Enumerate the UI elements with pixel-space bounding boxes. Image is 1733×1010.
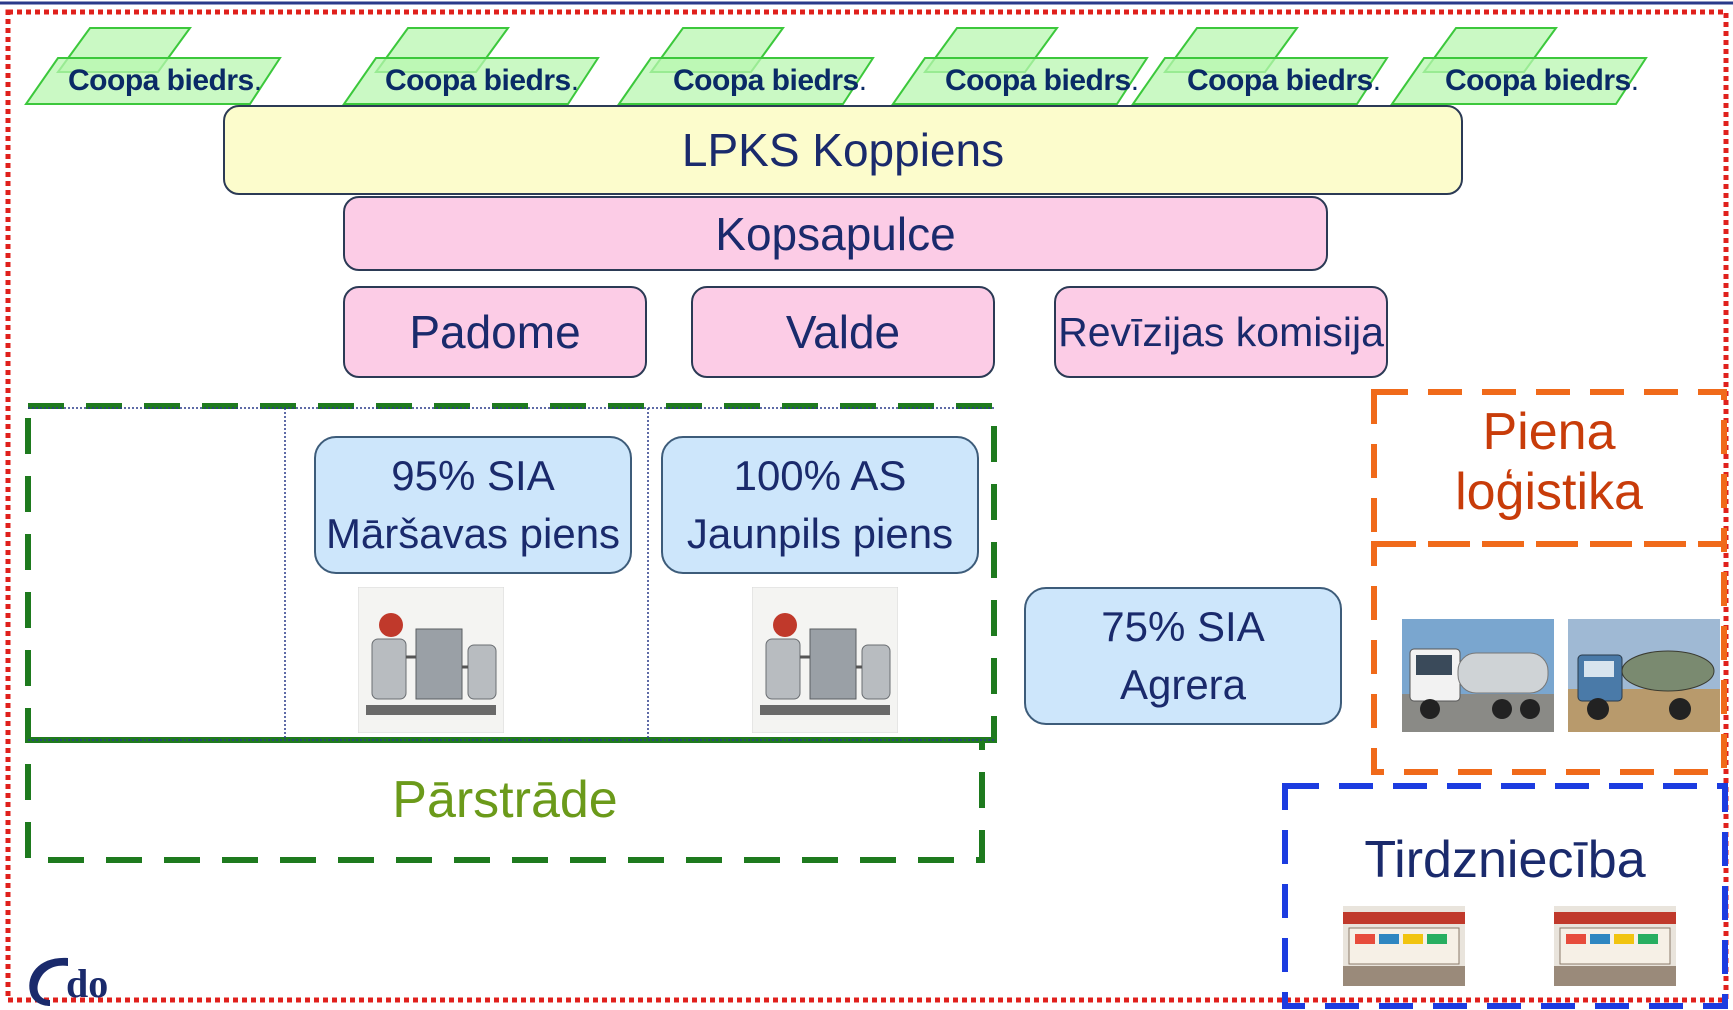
assembly-label: Kopsapulce <box>715 207 956 260</box>
subsidiary-box-jaunpils: 100% AS Jaunpils piens <box>661 436 979 574</box>
member-suffix: . <box>1372 64 1381 97</box>
subsidiary-box-marsava: 95% SIA Māršavas piens <box>314 436 632 574</box>
member-label: Coopa biedrs. <box>1445 64 1639 98</box>
trade-label: Tirdzniecība <box>1290 830 1720 890</box>
member-name: Coopa biedrs <box>1187 64 1373 97</box>
member-suffix: . <box>858 64 867 97</box>
trade-frame <box>1282 783 1728 1009</box>
member-label: Coopa biedrs. <box>945 64 1139 98</box>
member-label: Coopa biedrs. <box>385 64 579 98</box>
milk-truck-image <box>1402 619 1554 732</box>
logistics-frame <box>1371 389 1727 775</box>
member-name: Coopa biedrs <box>1445 64 1631 97</box>
logo: do <box>20 952 130 1008</box>
logo-mark <box>29 957 68 1006</box>
logistics-label: Piena loģistika <box>1374 402 1724 522</box>
subsidiary-box-agrera: 75% SIA Agrera <box>1024 587 1342 725</box>
member-name: Coopa biedrs <box>945 64 1131 97</box>
audit-committee-box: Revīzijas komisija <box>1054 286 1388 378</box>
council-label: Padome <box>409 306 581 358</box>
processing-text: Pārstrāde <box>392 771 618 829</box>
logo-text: do <box>66 961 109 1006</box>
member-name: Coopa biedrs <box>385 64 571 97</box>
subsidiary-share: 100% AS <box>733 452 907 499</box>
council-box: Padome <box>343 286 647 378</box>
trade-text: Tirdzniecība <box>1364 831 1646 889</box>
processing-label: Pārstrāde <box>330 770 680 830</box>
store-shelf-image <box>1343 906 1465 986</box>
dairy-equipment-image <box>752 587 898 733</box>
member-label: Coopa biedrs. <box>68 64 262 98</box>
member-suffix: . <box>253 64 262 97</box>
member-shapes <box>24 27 1648 105</box>
dairy-equipment-image <box>358 587 504 733</box>
member-suffix: . <box>570 64 579 97</box>
subsidiary-name: Māršavas piens <box>325 510 621 557</box>
processing-dividers <box>28 407 994 741</box>
org-title-box: LPKS Koppiens <box>223 105 1463 195</box>
member-label: Coopa biedrs. <box>1187 64 1381 98</box>
logistics-line1: Piena <box>1482 403 1616 461</box>
subsidiary-share: 75% SIA <box>1101 603 1265 650</box>
board-label: Valde <box>785 306 901 358</box>
logistics-line2: loģistika <box>1455 463 1643 521</box>
subsidiary-share: 95% SIA <box>391 452 555 499</box>
store-shelf-image <box>1554 906 1676 986</box>
audit-committee-label: Revīzijas komisija <box>1058 308 1384 355</box>
member-suffix: . <box>1630 64 1639 97</box>
milk-truck-image <box>1568 619 1720 732</box>
member-name: Coopa biedrs <box>68 64 254 97</box>
subsidiary-name: Jaunpils piens <box>686 510 954 557</box>
member-label: Coopa biedrs. <box>673 64 867 98</box>
subsidiary-name: Agrera <box>1119 661 1247 708</box>
member-suffix: . <box>1130 64 1139 97</box>
member-name: Coopa biedrs <box>673 64 859 97</box>
org-title: LPKS Koppiens <box>681 124 1005 176</box>
board-box: Valde <box>691 286 995 378</box>
outer-frame <box>5 9 1729 1003</box>
assembly-box: Kopsapulce <box>343 196 1328 271</box>
